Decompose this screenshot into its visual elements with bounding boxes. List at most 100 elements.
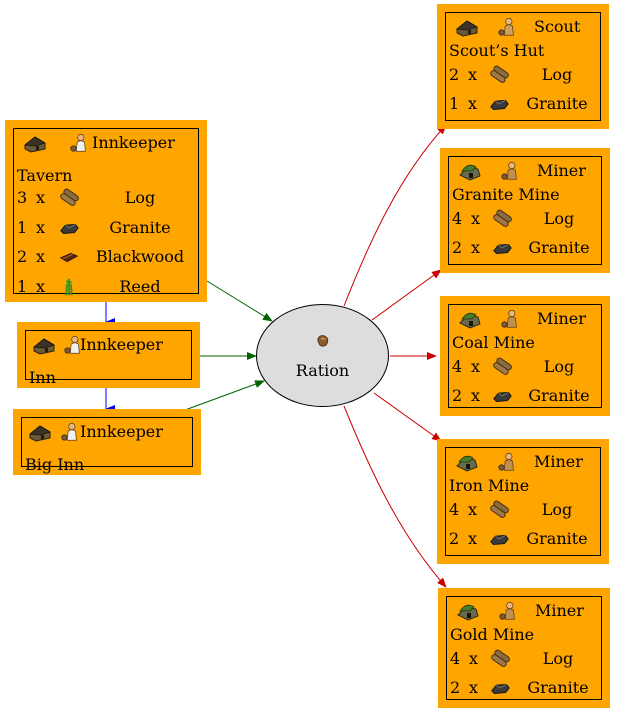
cost-multiplier: x	[36, 247, 46, 266]
coal-mine-icon	[457, 307, 483, 335]
ware-node-label: Ration	[295, 361, 350, 380]
cost-quantity: 3	[17, 188, 28, 207]
log-icon	[491, 208, 513, 237]
worker-name: Miner	[537, 161, 586, 180]
granite-icon	[491, 385, 513, 414]
cost-ware-name: Granite	[109, 217, 171, 237]
inn-icon	[31, 333, 57, 361]
building-name: Big Inn	[25, 455, 85, 474]
cost-quantity: 2	[449, 529, 460, 548]
worker-name: Miner	[535, 601, 584, 620]
cost-quantity: 2	[452, 386, 463, 405]
worker-name: Miner	[534, 452, 583, 471]
gold-mine-icon	[455, 599, 481, 627]
cost-ware-name: Granite	[526, 529, 588, 548]
cost-ware-name: Log	[543, 209, 575, 228]
cost-quantity: 4	[452, 357, 463, 376]
building-name: Iron Mine	[449, 476, 530, 495]
cost-ware-name: Granite	[528, 238, 590, 257]
scout-icon	[496, 15, 518, 43]
cost-ware-name: Log	[541, 65, 573, 84]
cost-multiplier: x	[471, 357, 481, 376]
consume-edge-gold-mine	[343, 405, 447, 588]
big-inn-icon	[27, 420, 53, 448]
cost-ware-name: Granite	[527, 678, 589, 697]
reed-icon	[58, 276, 80, 305]
miner-icon	[499, 159, 521, 187]
innkeeper-icon	[68, 131, 90, 159]
miner-icon	[497, 599, 519, 627]
cost-multiplier: x	[471, 238, 481, 257]
scouts-hut-icon	[454, 15, 480, 43]
cost-multiplier: x	[469, 678, 479, 697]
cost-quantity: 4	[450, 649, 461, 668]
granite-mine-icon	[457, 159, 483, 187]
cost-ware-name: Log	[542, 649, 574, 668]
worker-name: Innkeeper	[80, 335, 163, 354]
cost-multiplier: x	[469, 649, 479, 668]
worker-name: Innkeeper	[80, 422, 163, 441]
ration-icon	[317, 335, 329, 347]
granite-icon	[488, 93, 510, 122]
building-name: Inn	[29, 368, 56, 387]
ware-node-ration[interactable]: Ration	[256, 304, 389, 407]
worker-name: Scout	[534, 17, 581, 36]
ware-node-ellipse	[256, 304, 389, 407]
consume-edge-iron-mine	[373, 392, 442, 442]
cost-ware-name: Granite	[526, 94, 588, 113]
worker-name: Miner	[537, 309, 586, 328]
cost-multiplier: x	[468, 500, 478, 519]
cost-quantity: 2	[17, 247, 28, 266]
cost-multiplier: x	[471, 386, 481, 405]
log-icon	[58, 187, 80, 216]
miner-icon	[499, 307, 521, 335]
building-name: Coal Mine	[452, 333, 535, 352]
cost-multiplier: x	[36, 217, 46, 237]
cost-multiplier: x	[468, 94, 478, 113]
granite-icon	[489, 677, 511, 706]
cost-quantity: 2	[452, 238, 463, 257]
building-name: Tavern	[17, 166, 73, 185]
cost-multiplier: x	[36, 188, 46, 207]
cost-multiplier: x	[36, 276, 46, 296]
consume-edge-scouts-hut	[343, 124, 447, 307]
cost-quantity: 2	[449, 65, 460, 84]
log-icon	[488, 499, 510, 528]
miner-icon	[496, 450, 518, 478]
innkeeper-icon	[59, 420, 81, 448]
log-icon	[488, 64, 510, 93]
building-name: Granite Mine	[452, 185, 560, 204]
cost-quantity: 1	[449, 94, 460, 113]
produce-edge-tavern	[206, 280, 273, 322]
cost-quantity: 1	[17, 276, 28, 296]
cost-ware-name: Granite	[528, 386, 590, 405]
cost-multiplier: x	[468, 529, 478, 548]
